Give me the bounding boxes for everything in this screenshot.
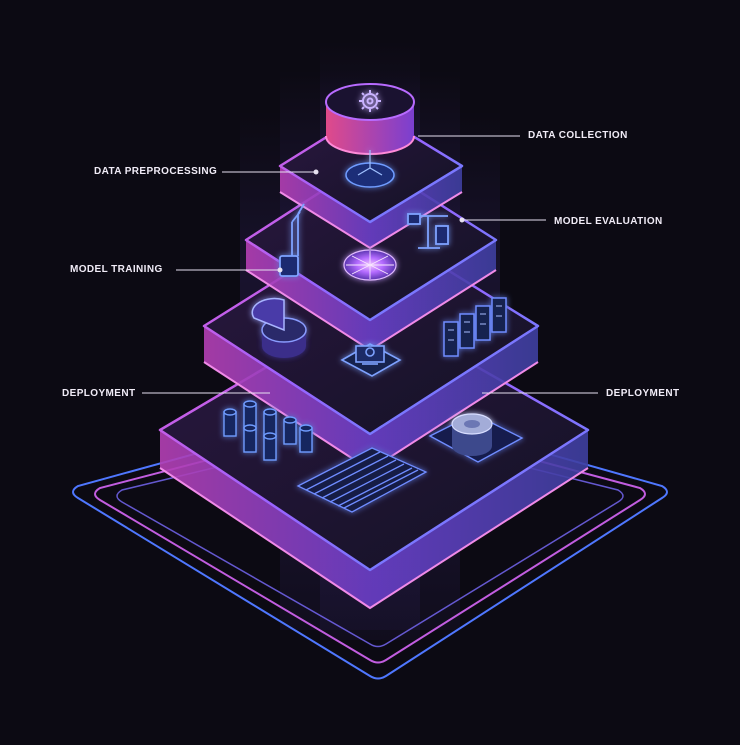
network-sphere-icon [343, 249, 397, 281]
label-data-preprocessing: DATA PREPROCESSING [94, 166, 218, 177]
data-cylinders-icon [223, 400, 313, 461]
leader-lines [142, 135, 598, 394]
server-rack-icon [443, 297, 507, 357]
tier-data-collection [325, 83, 415, 155]
label-model-evaluation: MODEL EVALUATION [554, 216, 663, 227]
funnel-icon [345, 150, 395, 188]
robot-arm-icon [279, 203, 305, 277]
scale-icon [407, 213, 449, 249]
grid-panel-icon [296, 447, 428, 513]
monitor-icon [340, 343, 402, 377]
storage-disk-icon [428, 413, 524, 463]
gear-icon [359, 90, 381, 112]
label-model-training: MODEL TRAINING [70, 264, 163, 275]
pie-chart-icon [251, 297, 307, 358]
label-data-collection: DATA COLLECTION [528, 130, 628, 141]
label-deployment-right: DEPLOYMENT [606, 388, 680, 399]
label-deployment-left: DEPLOYMENT [62, 388, 136, 399]
